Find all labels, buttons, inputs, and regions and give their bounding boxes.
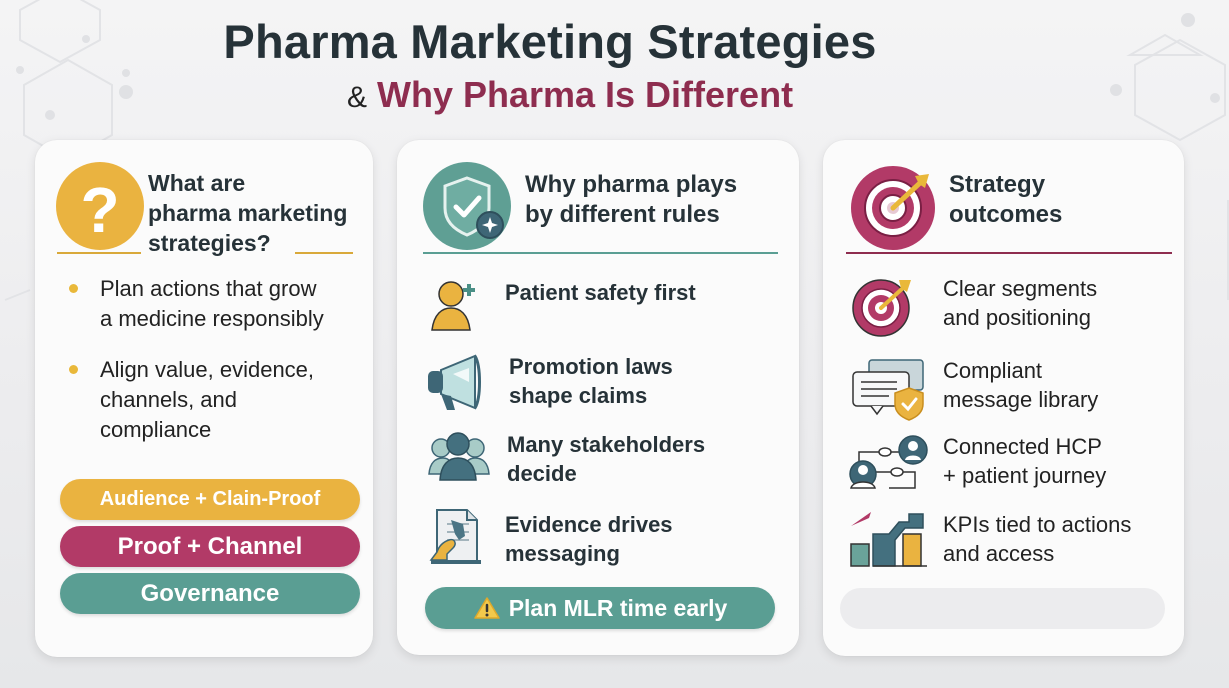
page-title: Pharma Marketing Strategies: [223, 15, 877, 68]
question-mark-icon: ?: [56, 162, 144, 250]
list-item-promotion-laws: Promotion laws shape claims: [425, 352, 673, 412]
bullet-dot-icon: [69, 365, 78, 374]
target-arrow-icon: [849, 162, 937, 250]
card-strategy-outcomes: Strategy outcomes Clear segments and pos…: [823, 140, 1184, 656]
svg-text:?: ?: [80, 174, 119, 246]
shield-check-icon: [423, 162, 511, 250]
list-item-connected-journey: Connected HCP + patient journey: [845, 432, 1106, 492]
card3-divider: [846, 252, 1172, 254]
card2-title: Why pharma plays by different rules: [525, 171, 738, 228]
card1-title: What are pharma marketing strategies?: [148, 170, 348, 256]
bullet-item: Plan actions that grow a medicine respon…: [69, 274, 324, 334]
page-subtitle: & Why Pharma Is Different: [0, 74, 1140, 116]
megaphone-icon: [428, 354, 481, 410]
list-item-clear-segments: Clear segments and positioning: [851, 274, 1097, 338]
card3-title: Strategy outcomes: [949, 171, 1063, 228]
pill-proof-channel: Proof + Channel: [60, 526, 360, 567]
target-icon: [852, 279, 911, 337]
pill-governance: Governance: [60, 573, 360, 614]
kpi-chart-icon: [850, 512, 927, 567]
list-item-patient-safety: Patient safety first: [429, 276, 696, 332]
pill-audience-claim-proof: Audience + Clain-Proof: [60, 479, 360, 520]
stakeholders-icon: [428, 432, 490, 481]
journey-network-icon: [849, 435, 928, 489]
empty-placeholder-pill: [840, 588, 1165, 629]
card-what-are-strategies: ? What are pharma marketing strategies? …: [35, 140, 373, 657]
message-shield-icon: [852, 359, 924, 421]
card2-divider: [423, 252, 778, 254]
subtitle-ampersand: &: [346, 81, 367, 114]
bullet-dot-icon: [69, 284, 78, 293]
warning-icon: [473, 597, 500, 619]
callout-plan-mlr-early: Plan MLR time early: [425, 587, 775, 629]
list-item-kpis: KPIs tied to actions and access: [849, 510, 1131, 570]
card1-divider-left: [57, 252, 141, 254]
evidence-document-icon: [429, 509, 481, 564]
subtitle-text: Why Pharma Is Different: [376, 74, 794, 115]
list-item-evidence: Evidence drives messaging: [429, 506, 673, 568]
card1-divider-right: [295, 252, 353, 254]
patient-plus-icon: [431, 281, 475, 331]
list-item-stakeholders: Many stakeholders decide: [427, 430, 705, 488]
card-why-pharma-different: Why pharma plays by different rules Pati…: [397, 140, 799, 655]
bullet-item: Align value, evidence, channels, and com…: [69, 355, 314, 445]
list-item-compliant-library: Compliant message library: [849, 356, 1098, 422]
